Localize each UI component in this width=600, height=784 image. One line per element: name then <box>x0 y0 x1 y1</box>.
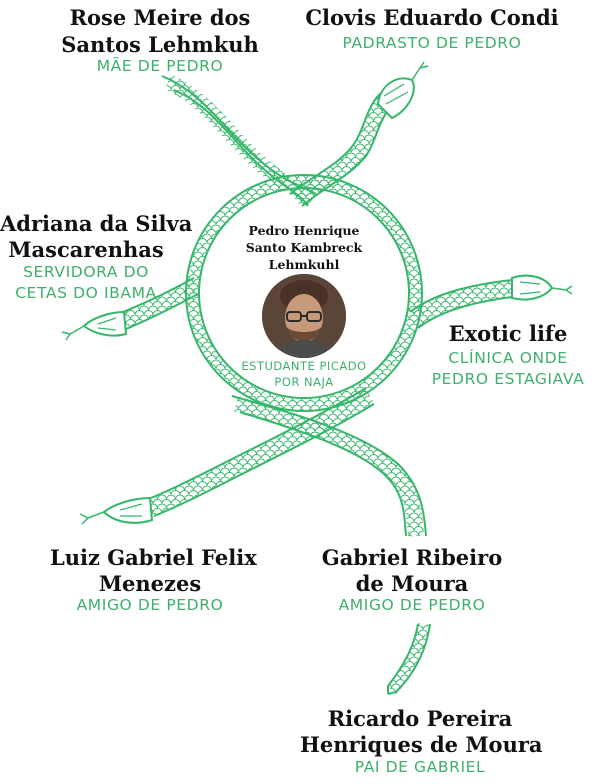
ricardo-name-line-1: Ricardo Pereira <box>327 706 513 731</box>
adriana-name-line-2: Mascarenhas <box>8 237 164 262</box>
luiz-name-line-2: Menezes <box>98 571 202 596</box>
adriana-name-line-1: Adriana da Silva <box>0 211 193 236</box>
person-photo-icon <box>262 274 346 358</box>
rose-name-line-1: Rose Meire dos <box>69 5 251 30</box>
exotic-name: Exotic life <box>448 321 568 346</box>
ricardo-name-line-2: Henriques de Moura <box>300 732 543 757</box>
gabriel-role: AMIGO DE PEDRO <box>338 596 486 614</box>
clovis-name: Clovis Eduardo Condi <box>305 5 559 30</box>
exotic-role-line-1: CLÍNICA ONDE <box>448 349 568 367</box>
snake-clovis <box>289 61 429 207</box>
snake-luiz <box>79 387 375 525</box>
center-name-line-3: Lehmkuhl <box>268 257 340 272</box>
snake-adriana <box>61 277 200 341</box>
gabriel-name-line-1: Gabriel Ribeiro <box>321 545 503 570</box>
snake-exotic <box>409 274 573 329</box>
ricardo-role: PAI DE GABRIEL <box>354 758 486 776</box>
adriana-role-line-2: CETAS DO IBAMA <box>15 284 157 302</box>
rose-role: MÃE DE PEDRO <box>96 57 224 75</box>
snake-ricardo <box>387 622 431 695</box>
gabriel-name-line-2: de Moura <box>355 571 469 596</box>
center-name-line-1: Pedro Henrique <box>248 223 360 238</box>
center-name-line-2: Santo Kambreck <box>245 240 363 255</box>
rose-name-line-2: Santos Lehmkuh <box>61 32 259 57</box>
exotic-role-line-2: PEDRO ESTAGIAVA <box>431 370 585 388</box>
avatar <box>262 274 346 358</box>
snake-rose <box>161 74 318 207</box>
clovis-role: PADRASTO DE PEDRO <box>342 34 522 52</box>
snake-gabriel <box>231 395 427 537</box>
center-role-line-2: POR NAJA <box>274 375 334 389</box>
adriana-role-line-1: SERVIDORA DO <box>23 263 149 281</box>
center-role-line-1: ESTUDANTE PICADO <box>241 359 367 373</box>
luiz-role: AMIGO DE PEDRO <box>76 596 224 614</box>
luiz-name-line-1: Luiz Gabriel Felix <box>50 545 257 570</box>
